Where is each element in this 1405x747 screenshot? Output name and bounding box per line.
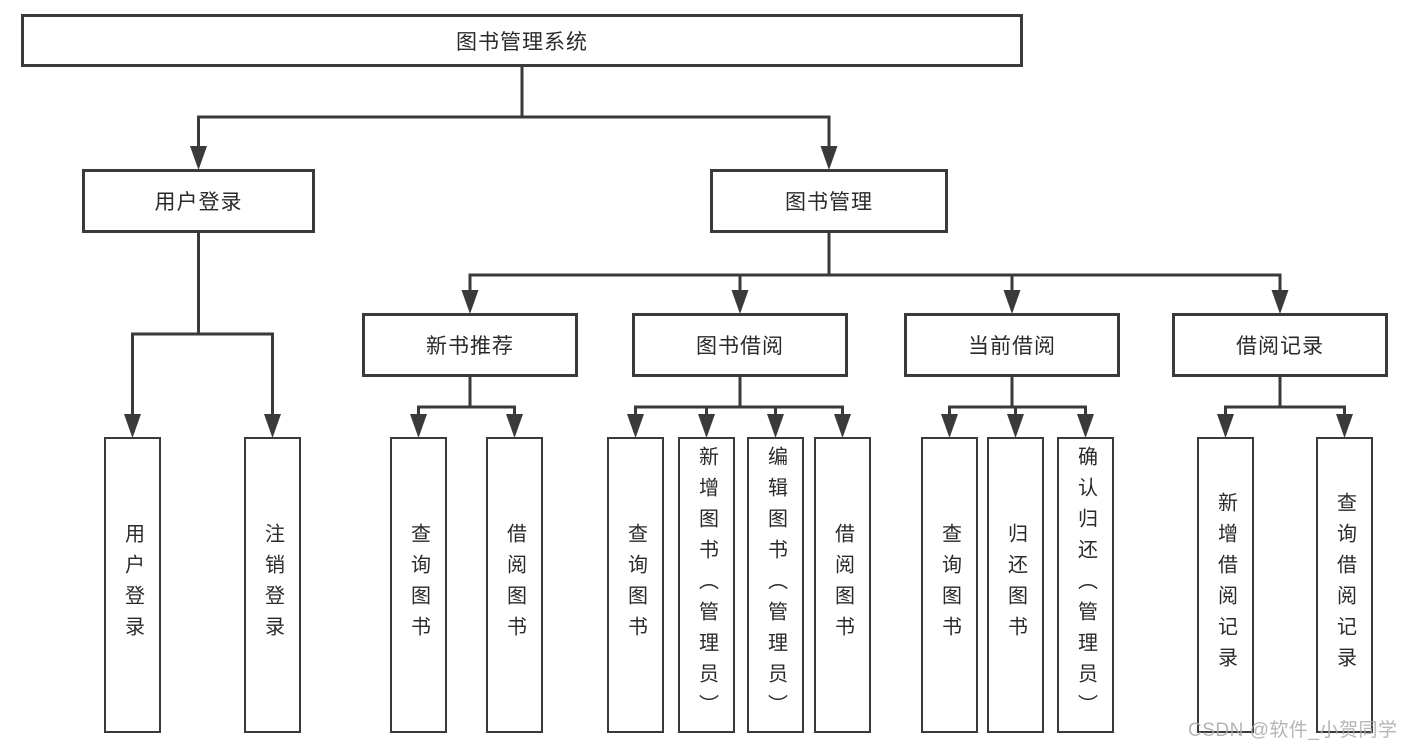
csdn-watermark: CSDN @软件_小贺同学	[1188, 720, 1398, 741]
node-user-login-leaf: 用户登录	[104, 437, 161, 733]
node-return-books: 归还图书	[987, 437, 1044, 733]
node-add-books-admin: 新增图书（管理员）	[678, 437, 735, 733]
node-query-borrow-record: 查询借阅记录	[1316, 437, 1373, 733]
node-current-borrowing: 当前借阅	[904, 313, 1120, 377]
node-borrowing-records: 借阅记录	[1172, 313, 1388, 377]
node-logout: 注销登录	[244, 437, 301, 733]
node-library-management-system: 图书管理系统	[21, 14, 1023, 67]
node-book-management: 图书管理	[710, 169, 948, 233]
node-edit-books-admin: 编辑图书（管理员）	[747, 437, 804, 733]
node-book-borrowing: 图书借阅	[632, 313, 848, 377]
node-query-books: 查询图书	[390, 437, 447, 733]
node-borrow-books: 借阅图书	[814, 437, 871, 733]
node-borrow-books: 借阅图书	[486, 437, 543, 733]
node-confirm-return-admin: 确认归还（管理员）	[1057, 437, 1114, 733]
node-user-login: 用户登录	[82, 169, 315, 233]
node-add-borrow-record: 新增借阅记录	[1197, 437, 1254, 733]
node-query-books: 查询图书	[921, 437, 978, 733]
node-new-book-recommend: 新书推荐	[362, 313, 578, 377]
node-query-books: 查询图书	[607, 437, 664, 733]
